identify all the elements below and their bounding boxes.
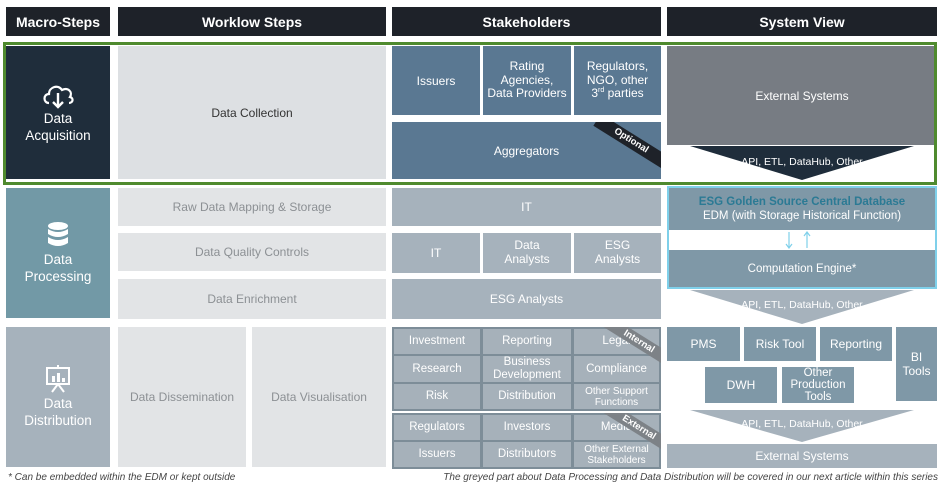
workflow-raw-data-mapping: Raw Data Mapping & Storage — [118, 188, 386, 226]
database-icon — [48, 221, 68, 246]
macro-acquisition-line1: Data — [43, 110, 73, 126]
regulators-line2: 3rd parties — [591, 86, 644, 101]
macro-distribution-line2: Distribution — [24, 412, 92, 428]
aggregators-label: Aggregators — [493, 143, 560, 158]
footnote-right: The greyed part about Data Processing an… — [443, 472, 938, 483]
header-system-view: System View — [667, 7, 937, 36]
edm-container: ESG Golden Source Central Database EDM (… — [667, 186, 937, 289]
workflow-data-enrichment: Data Enrichment — [118, 279, 386, 319]
header-workflow-steps: Worklow Steps — [118, 7, 386, 36]
api-arrow-bottom — [690, 410, 914, 442]
macro-acquisition-line2: Acquisition — [25, 127, 91, 143]
edm-label: EDM (with Storage Historical Function) — [702, 210, 902, 222]
internal-investment: Investment — [394, 329, 480, 354]
external-distributors: Distributors — [483, 442, 571, 467]
stakeholder-it: IT — [392, 233, 480, 273]
internal-business-development: Business Development — [483, 356, 571, 382]
system-external-systems-top: External Systems — [667, 46, 937, 145]
api-arrow-middle — [690, 290, 914, 324]
computation-engine: Computation Engine* — [669, 250, 935, 287]
api-arrow-top — [690, 146, 914, 180]
header-stakeholders: Stakeholders — [392, 7, 661, 36]
presentation-chart-icon — [46, 364, 70, 393]
stakeholder-esg-analysts: ESG Analysts — [392, 279, 661, 319]
system-dwh: DWH — [705, 367, 777, 403]
workflow-data-quality-controls: Data Quality Controls — [118, 233, 386, 271]
internal-reporting: Reporting — [483, 329, 571, 354]
stakeholder-aggregators: Aggregators Optional — [392, 122, 661, 179]
external-issuers: Issuers — [394, 442, 480, 467]
system-reporting: Reporting — [820, 327, 892, 361]
macro-processing-line1: Data — [43, 251, 73, 267]
api-label-bottom: API, ETL, DataHub, Other — [741, 418, 863, 431]
external-stakeholders-group: Regulators Investors Media Issuers Distr… — [392, 413, 661, 469]
system-pms: PMS — [667, 327, 740, 361]
header-macro-steps: Macro-Steps — [6, 7, 110, 36]
stakeholder-regulators-ngo: Regulators, NGO, other 3rd parties — [574, 46, 661, 115]
workflow-data-visualisation: Data Visualisation — [252, 327, 386, 467]
macro-processing-line2: Processing — [24, 268, 92, 284]
external-regulators: Regulators — [394, 415, 480, 440]
system-other-production-tools: Other Production Tools — [782, 367, 854, 403]
stakeholder-issuers: Issuers — [392, 46, 480, 115]
api-label-top: API, ETL, DataHub, Other — [741, 156, 863, 169]
footnote-left: * Can be embedded within the EDM or kept… — [8, 472, 236, 483]
stakeholder-data-analysts: Data Analysts — [483, 233, 571, 273]
system-risk-tool: Risk Tool — [744, 327, 816, 361]
optional-tag: Optional — [593, 122, 661, 169]
internal-research: Research — [394, 356, 480, 382]
workflow-data-dissemination: Data Dissemination — [118, 327, 246, 467]
stakeholder-it-wide: IT — [392, 188, 661, 226]
internal-risk: Risk — [394, 384, 480, 409]
internal-distribution: Distribution — [483, 384, 571, 409]
api-label-middle: API, ETL, DataHub, Other — [741, 299, 863, 312]
internal-stakeholders-group: Investment Reporting Legal Research Busi… — [392, 327, 661, 411]
macro-data-distribution: Data Distribution — [6, 327, 110, 467]
golden-source-title: ESG Golden Source Central Database — [698, 196, 906, 208]
sync-arrows-icon — [785, 231, 811, 249]
macro-distribution-line1: Data — [43, 395, 73, 411]
workflow-data-collection: Data Collection — [118, 46, 386, 179]
macro-data-acquisition: Data Acquisition — [6, 46, 110, 179]
system-bi-tools: BI Tools — [896, 327, 937, 401]
macro-data-processing: Data Processing — [6, 188, 110, 318]
internal-other-support: Other Support Functions — [574, 384, 659, 409]
cloud-download-icon — [43, 85, 74, 109]
internal-compliance: Compliance — [574, 356, 659, 382]
regulators-line1: Regulators, NGO, other — [586, 58, 649, 87]
stakeholder-rating-agencies: Rating Agencies, Data Providers — [483, 46, 571, 115]
stakeholder-esg-analysts-small: ESG Analysts — [574, 233, 661, 273]
external-other-stakeholders: Other External Stakeholders — [574, 442, 659, 467]
system-external-systems-bottom: External Systems — [667, 444, 937, 468]
edm-header: ESG Golden Source Central Database EDM (… — [669, 188, 935, 230]
external-investors: Investors — [483, 415, 571, 440]
